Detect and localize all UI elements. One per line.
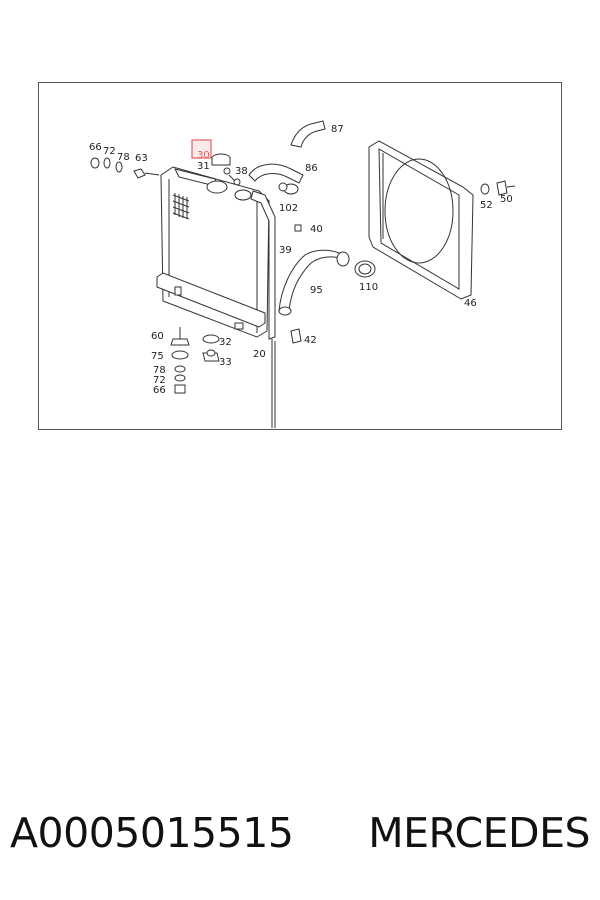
bolt-50 <box>480 180 516 196</box>
label-31: 31 <box>197 161 210 172</box>
label-50: 50 <box>500 194 513 205</box>
label-66-top: 66 <box>89 142 102 153</box>
label-87: 87 <box>331 124 344 135</box>
label-42: 42 <box>304 335 317 346</box>
drain-tap-63 <box>133 168 160 179</box>
label-72-top: 72 <box>103 146 116 157</box>
label-63: 63 <box>135 153 148 164</box>
label-75: 75 <box>151 351 164 362</box>
brand-name: MERCEDES <box>368 809 590 857</box>
label-39: 39 <box>279 245 292 256</box>
label-30: 30 <box>197 150 210 161</box>
label-60: 60 <box>151 331 164 342</box>
core-grid <box>172 193 190 220</box>
bracket-42 <box>290 328 302 344</box>
mount-stack <box>170 327 190 394</box>
parts-32-33 <box>202 334 220 362</box>
lower-hose-95 <box>278 249 350 316</box>
product-caption: A0005015515 MERCEDES <box>10 798 590 868</box>
label-102: 102 <box>279 203 298 214</box>
label-95: 95 <box>310 285 323 296</box>
label-32: 32 <box>219 337 232 348</box>
label-78-bottom: 78 <box>153 365 166 376</box>
clamp-110 <box>354 260 376 278</box>
upper-hose-87 <box>290 120 326 148</box>
label-52: 52 <box>480 200 493 211</box>
radiator-core <box>156 166 276 428</box>
clip-40 <box>294 224 302 232</box>
highlight-box-30 <box>191 139 212 159</box>
clamp-102 <box>278 182 299 195</box>
parts-diagram: 87 66 72 78 63 30 31 38 86 102 40 39 95 … <box>38 82 562 430</box>
part-38 <box>223 167 241 186</box>
label-33: 33 <box>219 357 232 368</box>
radiator-cap <box>211 153 231 166</box>
label-78-top: 78 <box>117 152 130 163</box>
washer-set-top <box>90 157 123 173</box>
fan-shroud-46 <box>368 140 474 300</box>
label-86: 86 <box>305 163 318 174</box>
label-40: 40 <box>310 224 323 235</box>
label-38: 38 <box>235 166 248 177</box>
hose-86 <box>248 163 304 184</box>
label-110: 110 <box>359 282 378 293</box>
label-20: 20 <box>253 349 266 360</box>
label-66-bottom: 66 <box>153 385 166 396</box>
label-46: 46 <box>464 298 477 309</box>
label-72-bottom: 72 <box>153 375 166 386</box>
radiator-exploded-view: 87 66 72 78 63 30 31 38 86 102 40 39 95 … <box>89 120 516 428</box>
part-number: A0005015515 <box>10 809 294 857</box>
